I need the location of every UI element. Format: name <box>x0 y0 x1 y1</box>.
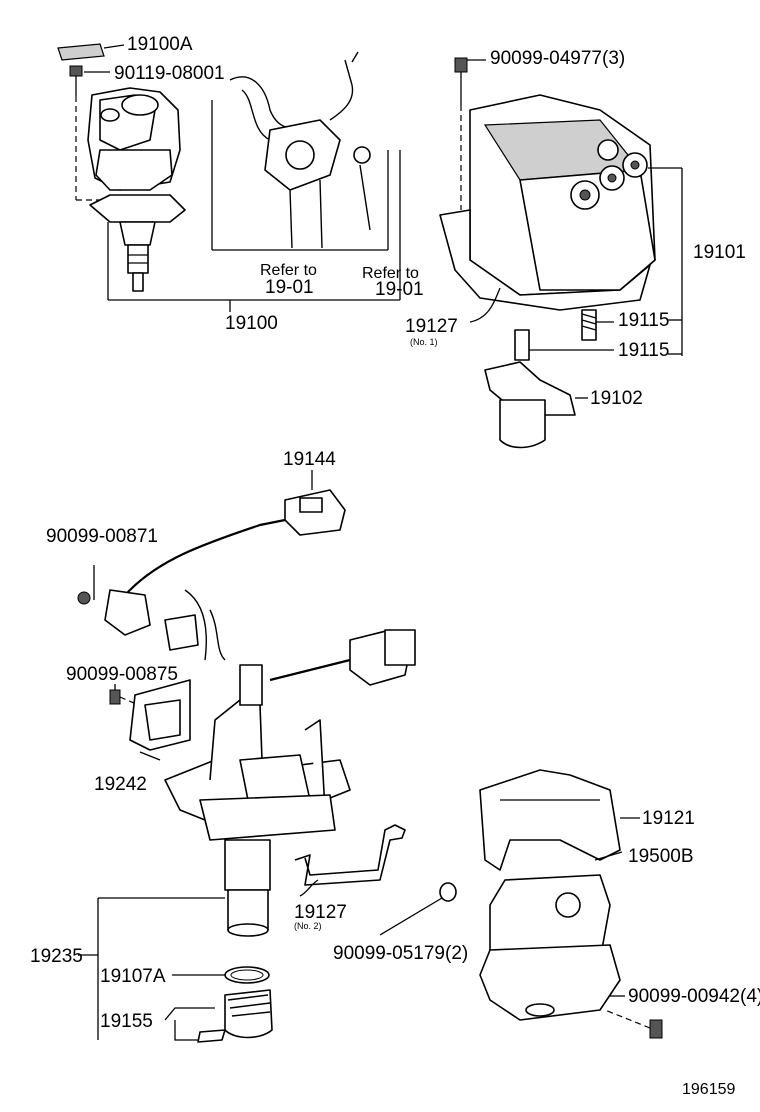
label-90119-08001: 90119-08001 <box>114 63 225 84</box>
label-19115-a: 19115 <box>618 310 669 331</box>
label-19101: 19101 <box>693 242 746 263</box>
label-19127-no1: 19127 <box>405 316 458 337</box>
label-19100: 19100 <box>225 313 278 334</box>
distributor-cap-drawing <box>439 57 683 449</box>
refer-label-2-line2: 19-01 <box>375 279 424 300</box>
label-19155: 19155 <box>100 1011 153 1032</box>
refer-label-1-line2: 19-01 <box>265 277 314 298</box>
label-19500B: 19500B <box>628 846 694 867</box>
label-19121: 19121 <box>642 808 695 829</box>
distributor-assembly-drawing <box>57 43 401 312</box>
label-19100A: 19100A <box>127 34 193 55</box>
label-19144: 19144 <box>283 449 336 470</box>
label-90099-05179: 90099-05179(2) <box>333 943 468 964</box>
distributor-housing-drawing <box>77 470 457 1043</box>
diagram-code: 196159 <box>682 1081 735 1098</box>
label-19127-no1-sub: (No. 1) <box>410 337 438 347</box>
label-19242: 19242 <box>94 774 147 795</box>
label-19235: 19235 <box>30 946 83 967</box>
label-90099-00871: 90099-00871 <box>46 526 158 547</box>
cover-drawing <box>479 769 663 1039</box>
label-19127-no2: 19127 <box>294 902 347 923</box>
label-19107A: 19107A <box>100 966 166 987</box>
label-19115-b: 19115 <box>618 340 669 361</box>
label-90099-00875: 90099-00875 <box>66 664 178 685</box>
label-19102: 19102 <box>590 388 643 409</box>
label-90099-00942: 90099-00942(4) <box>628 986 760 1007</box>
refer-label-2-line1: Refer to <box>362 265 419 282</box>
label-19127-no2-sub: (No. 2) <box>294 921 322 931</box>
refer-label-1-line1: Refer to <box>260 262 317 279</box>
label-90099-04977: 90099-04977(3) <box>490 48 625 69</box>
